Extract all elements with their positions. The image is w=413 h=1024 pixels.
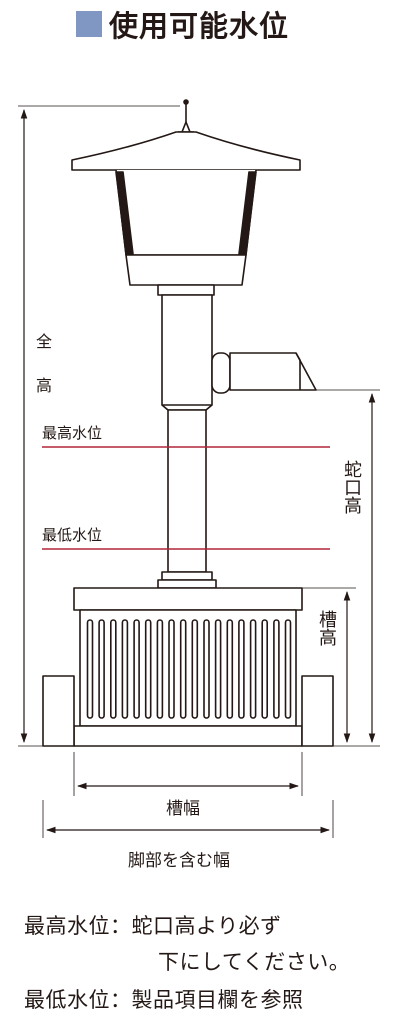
tank-slat (261, 619, 269, 719)
note-max-level-continued: 下にしてください。 (158, 950, 351, 974)
tank-slat (168, 619, 175, 719)
tank-slat (179, 619, 187, 719)
section-header: 使用可能水位 (76, 6, 290, 43)
note-min-level: 最低水位：製品項目欄を参照 (24, 988, 304, 1012)
total-height-label-top: 全 (36, 332, 53, 351)
lower-pipe (167, 409, 207, 573)
tank-body (79, 609, 297, 727)
tank-slats (86, 619, 292, 719)
width-with-legs-label: 脚部を含む幅 (128, 851, 230, 871)
tank-slat (238, 619, 245, 719)
tank-slat (273, 619, 280, 719)
tank-bottom (73, 725, 303, 747)
roof-finial (178, 99, 194, 133)
pipe-collar (157, 284, 215, 296)
min-water-level-label: 最低水位 (42, 526, 103, 544)
tank-slat (214, 619, 222, 719)
left-leg (42, 675, 75, 747)
tank-slat (156, 619, 164, 719)
right-leg (301, 675, 334, 747)
tank-height-label: 槽高 (316, 610, 337, 646)
upper-pipe (161, 294, 213, 406)
lamp-base (125, 254, 247, 286)
spout-height-label: 蛇口高 (341, 460, 362, 514)
tank-slat (133, 619, 140, 719)
tank-slat (110, 619, 117, 719)
spout (211, 352, 317, 394)
tank-slat (249, 619, 257, 719)
total-height-label-bottom: 高 (36, 376, 53, 395)
tank-slat (284, 619, 292, 719)
lamp-frame-right (238, 171, 257, 255)
lamp-roof (71, 131, 301, 171)
lamp-body (115, 169, 257, 256)
tank-slat (144, 619, 152, 719)
tank-slat (121, 619, 129, 719)
section-title: 使用可能水位 (109, 9, 290, 43)
tank-lid (73, 587, 303, 611)
tank-slat (86, 619, 94, 719)
tank-slat (203, 619, 210, 719)
note-max-level: 最高水位：蛇口高より必ず (24, 914, 282, 938)
lamp-frame-left (115, 171, 134, 255)
tank-slat (98, 619, 105, 719)
tank-width-label: 槽幅 (166, 799, 200, 819)
tank-slat (226, 619, 234, 719)
tank-slat (191, 619, 199, 719)
pipe-base-fitting (161, 571, 213, 581)
header-square-icon (76, 11, 102, 37)
max-water-level-label: 最高水位 (42, 424, 103, 442)
